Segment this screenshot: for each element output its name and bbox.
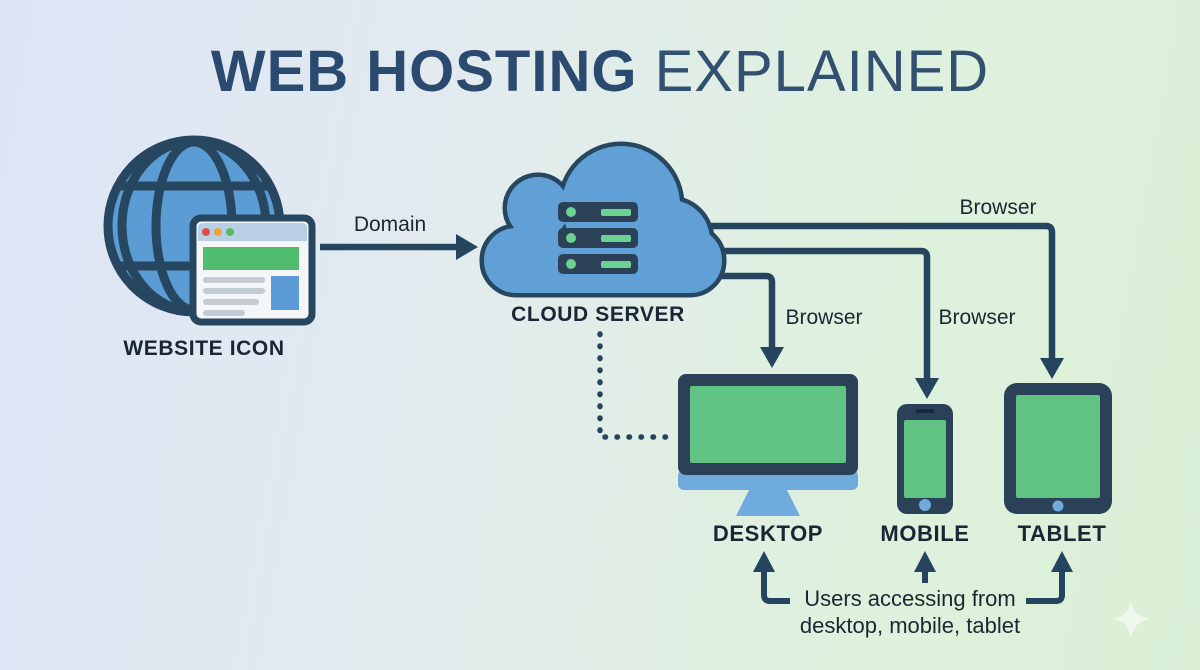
cloud-server-label: CLOUD SERVER [511,303,685,326]
tablet-icon [1004,383,1112,514]
window-dot-green-icon [226,228,234,236]
tablet-label: TABLET [1017,521,1107,546]
website-icon-label: WEBSITE ICON [123,337,285,360]
browser-arrow-desktop [700,272,784,368]
users-note-line1: Users accessing from [804,586,1016,611]
desktop-icon [678,374,858,516]
sparkle-icon [1113,601,1149,637]
server-rack-icon [558,202,638,274]
browser-window-icon [189,214,316,326]
window-dot-red-icon [202,228,210,236]
title-light: EXPLAINED [637,39,990,104]
browser-edge-label-desktop: Browser [785,306,863,329]
browser-arrow-mobile [700,247,939,399]
note-arrow-desktop [753,551,790,604]
browser-arrow-tablet [700,222,1064,379]
note-arrow-mobile [914,551,936,583]
mobile-label: MOBILE [880,521,970,546]
desktop-label: DESKTOP [712,521,824,546]
browser-edge-label-mobile: Browser [938,306,1016,329]
dotted-link-line [597,331,670,440]
domain-arrow [320,234,478,260]
domain-edge-label: Domain [353,213,427,236]
users-note-line2: desktop, mobile, tablet [799,613,1021,638]
page-title: WEB HOSTING EXPLAINED [211,38,989,105]
note-arrow-tablet [1026,551,1073,604]
title-bold: WEB HOSTING [210,39,638,104]
users-note: Users accessing from desktop, mobile, ta… [800,585,1020,639]
mobile-icon [897,404,953,514]
window-dot-yellow-icon [214,228,222,236]
browser-edge-label-tablet: Browser [959,196,1037,219]
